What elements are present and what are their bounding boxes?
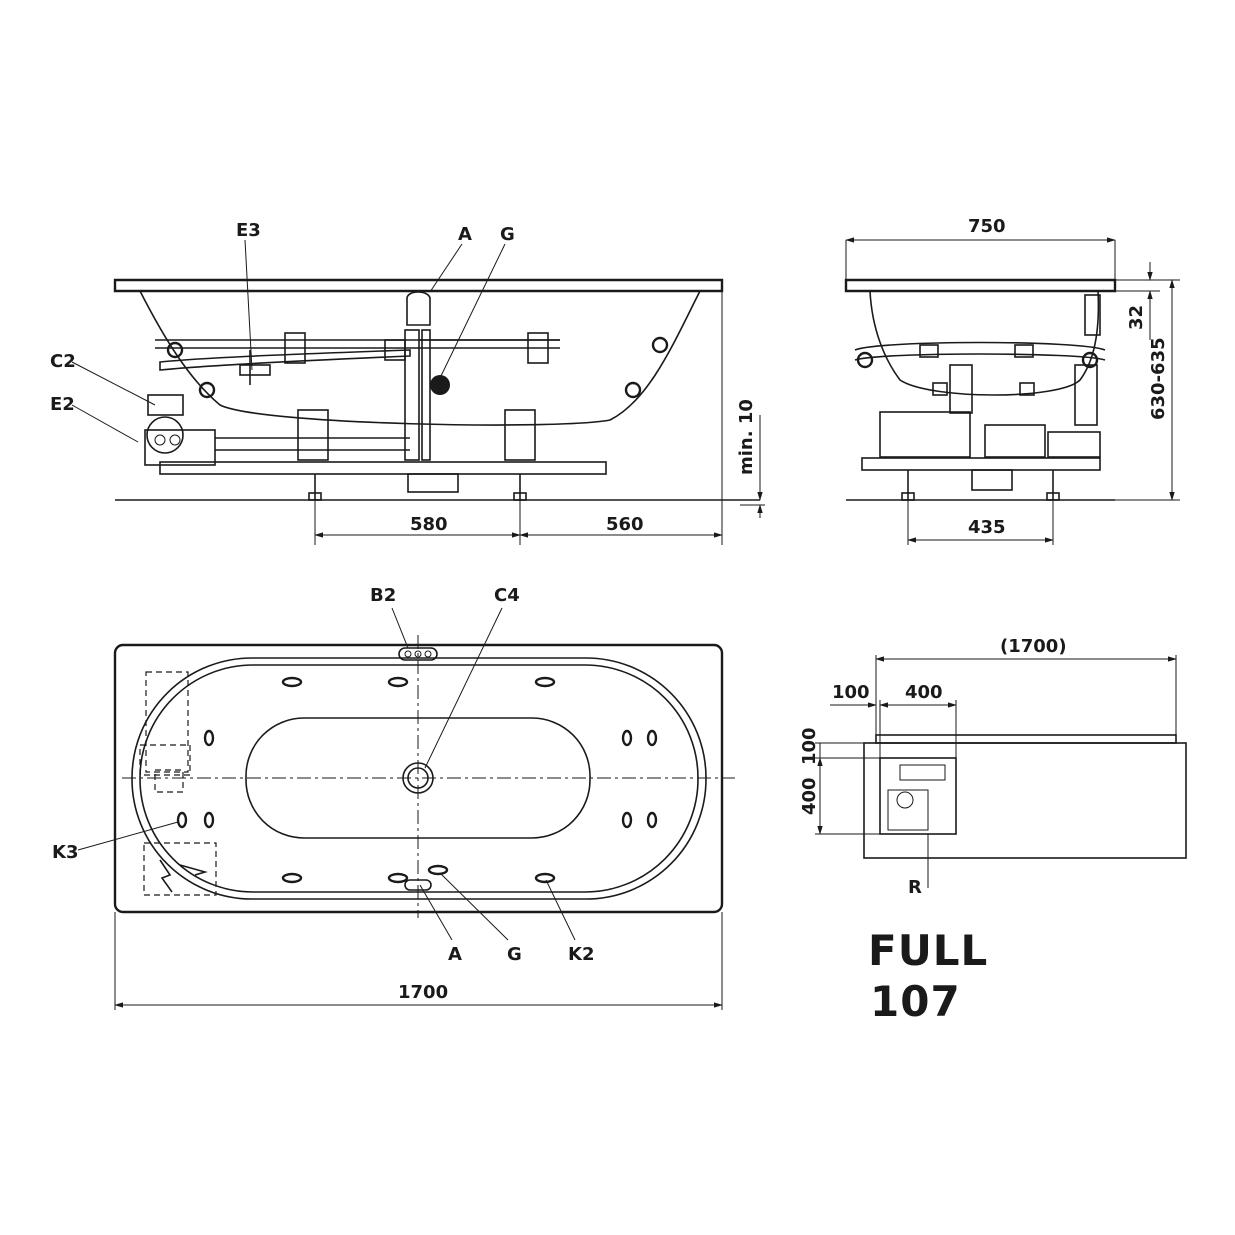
label-a: A	[458, 224, 472, 245]
label-e2: E2	[50, 394, 75, 415]
label-b2: B2	[370, 585, 396, 606]
dim-height: 630-635	[1148, 337, 1169, 420]
label-plan-g: G	[507, 944, 522, 965]
dim-end-width: 750	[968, 216, 1006, 237]
dim-min-clearance: min. 10	[736, 399, 757, 475]
dim-end-leg-spacing: 435	[968, 517, 1006, 538]
dim-access-total: (1700)	[1000, 636, 1067, 657]
model-name: FULL	[868, 926, 988, 975]
label-k2: K2	[568, 944, 594, 965]
label-r: R	[908, 877, 922, 898]
model-number: 107	[870, 977, 961, 1026]
dim-access-offset-y: 100	[799, 727, 820, 765]
label-c4: C4	[494, 585, 520, 606]
dim-rim: 32	[1126, 305, 1147, 330]
dim-access-panel-height: 400	[799, 777, 820, 815]
label-c2: C2	[50, 351, 76, 372]
dim-leg-to-end: 560	[606, 514, 644, 535]
dim-access-panel-width: 400	[905, 682, 943, 703]
dim-access-offset-x: 100	[832, 682, 870, 703]
label-plan-a: A	[448, 944, 462, 965]
side-view: E3 A G C2 E2 min. 10 580 560	[50, 220, 765, 545]
label-k3: K3	[52, 842, 78, 863]
dim-plan-length: 1700	[398, 982, 448, 1003]
access-view: (1700) 100 400 100 400 R	[799, 636, 1187, 898]
end-view: 750 32 630-635 435	[844, 216, 1180, 545]
label-g: G	[500, 224, 515, 245]
label-e3: E3	[236, 220, 261, 241]
dim-leg-spacing: 580	[410, 514, 448, 535]
plan-jets	[176, 676, 658, 891]
plan-view: B2 C4 K3 A G K2 1700	[52, 585, 735, 1010]
